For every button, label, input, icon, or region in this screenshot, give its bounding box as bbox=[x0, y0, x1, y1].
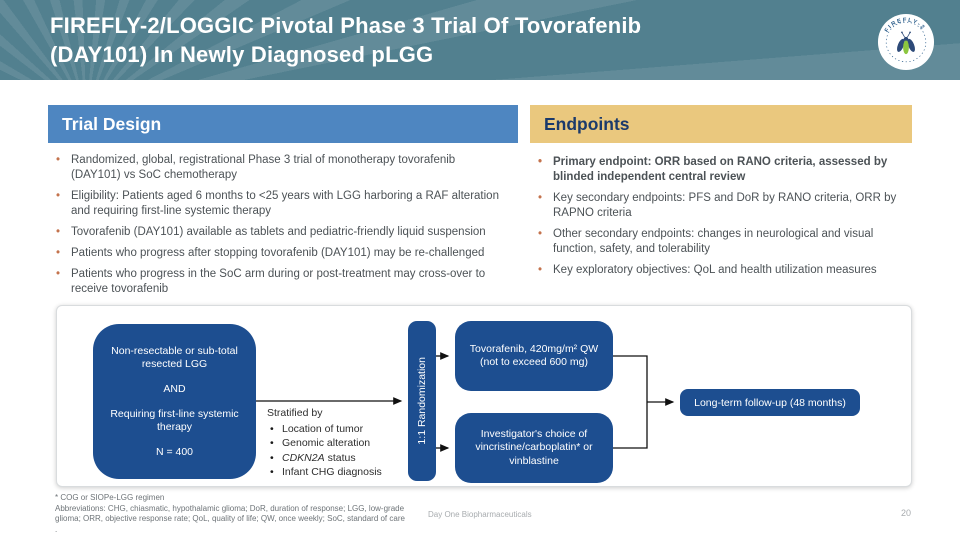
page-number: 20 bbox=[901, 508, 912, 518]
stratification-item: Infant CHG diagnosis bbox=[267, 465, 419, 480]
trial-design-bullet-list: Randomized, global, registrational Phase… bbox=[50, 153, 500, 303]
firefly-logo-icon: FIREFLY-2 bbox=[877, 13, 935, 71]
bullet-item: Tovorafenib (DAY101) available as tablet… bbox=[50, 225, 500, 240]
footnote-regimen: * COG or SIOPe-LGG regimen bbox=[55, 493, 165, 502]
chemotherapy-arm-box: Investigator's choice of vincristine/car… bbox=[455, 413, 613, 483]
slide-title-line1: FIREFLY-2/LOGGIC Pivotal Phase 3 Trial O… bbox=[50, 13, 642, 38]
slide-title: FIREFLY-2/LOGGIC Pivotal Phase 3 Trial O… bbox=[50, 11, 641, 69]
trial-design-heading: Trial Design bbox=[62, 113, 162, 134]
randomization-label: 1:1 Randomization bbox=[416, 357, 428, 445]
tovorafenib-arm-box: Tovorafenib, 420mg/m² QW (not to exceed … bbox=[455, 321, 613, 391]
slide-header-banner: FIREFLY-2/LOGGIC Pivotal Phase 3 Trial O… bbox=[0, 0, 960, 80]
arm1-line1: Tovorafenib, 420mg/m² QW bbox=[469, 342, 599, 355]
slide-title-line2: (DAY101) In Newly Diagnosed pLGG bbox=[50, 42, 434, 67]
patient-box-line: Requiring first-line systemic therapy bbox=[110, 407, 239, 433]
bullet-item: Patients who progress in the SoC arm dur… bbox=[50, 267, 500, 297]
followup-box: Long-term follow-up (48 months) bbox=[680, 389, 860, 416]
patient-box-line: N = 400 bbox=[155, 445, 194, 458]
bullet-item: Patients who progress after stopping tov… bbox=[50, 246, 500, 261]
bullet-item: Key exploratory objectives: QoL and heal… bbox=[532, 263, 910, 278]
stratification-list: Stratified by Location of tumor Genomic … bbox=[267, 406, 419, 480]
bullet-item-primary-endpoint: Primary endpoint: ORR based on RANO crit… bbox=[532, 155, 910, 185]
patient-box-line: Non-resectable or sub-total resected LGG bbox=[111, 344, 238, 370]
bullet-item: Other secondary endpoints: changes in ne… bbox=[532, 227, 910, 257]
arm2-text: Investigator's choice of vincristine/car… bbox=[475, 427, 593, 467]
endpoints-section-header: Endpoints bbox=[530, 105, 912, 143]
footnote-period: . bbox=[55, 524, 58, 534]
trial-schema-card: Non-resectable or sub-total resected LGG… bbox=[56, 305, 912, 487]
footnotes: * COG or SIOPe-LGG regimen Abbreviations… bbox=[55, 493, 423, 535]
stratified-by-label: Stratified by bbox=[267, 407, 323, 419]
patient-box-line: AND bbox=[163, 382, 186, 395]
bullet-item: Randomized, global, registrational Phase… bbox=[50, 153, 500, 183]
stratification-item: Genomic alteration bbox=[267, 436, 419, 451]
company-name-footer: Day One Biopharmaceuticals bbox=[428, 510, 532, 519]
randomization-bar: 1:1 Randomization bbox=[408, 321, 436, 481]
gene-name: CDKN2A bbox=[282, 451, 325, 464]
footnote-abbreviations: Abbreviations: CHG, chiasmatic, hypothal… bbox=[55, 503, 405, 524]
trial-design-section-header: Trial Design bbox=[48, 105, 518, 143]
bullet-item: Eligibility: Patients aged 6 months to <… bbox=[50, 189, 500, 219]
stratification-item: Location of tumor bbox=[267, 422, 419, 437]
endpoints-bullet-list: Primary endpoint: ORR based on RANO crit… bbox=[532, 155, 910, 284]
patient-population-box: Non-resectable or sub-total resected LGG… bbox=[93, 324, 256, 479]
arm1-line2: (not to exceed 600 mg) bbox=[480, 356, 588, 368]
bullet-item: Key secondary endpoints: PFS and DoR by … bbox=[532, 191, 910, 221]
firefly-bug-icon bbox=[897, 31, 915, 55]
endpoints-heading: Endpoints bbox=[544, 113, 630, 134]
